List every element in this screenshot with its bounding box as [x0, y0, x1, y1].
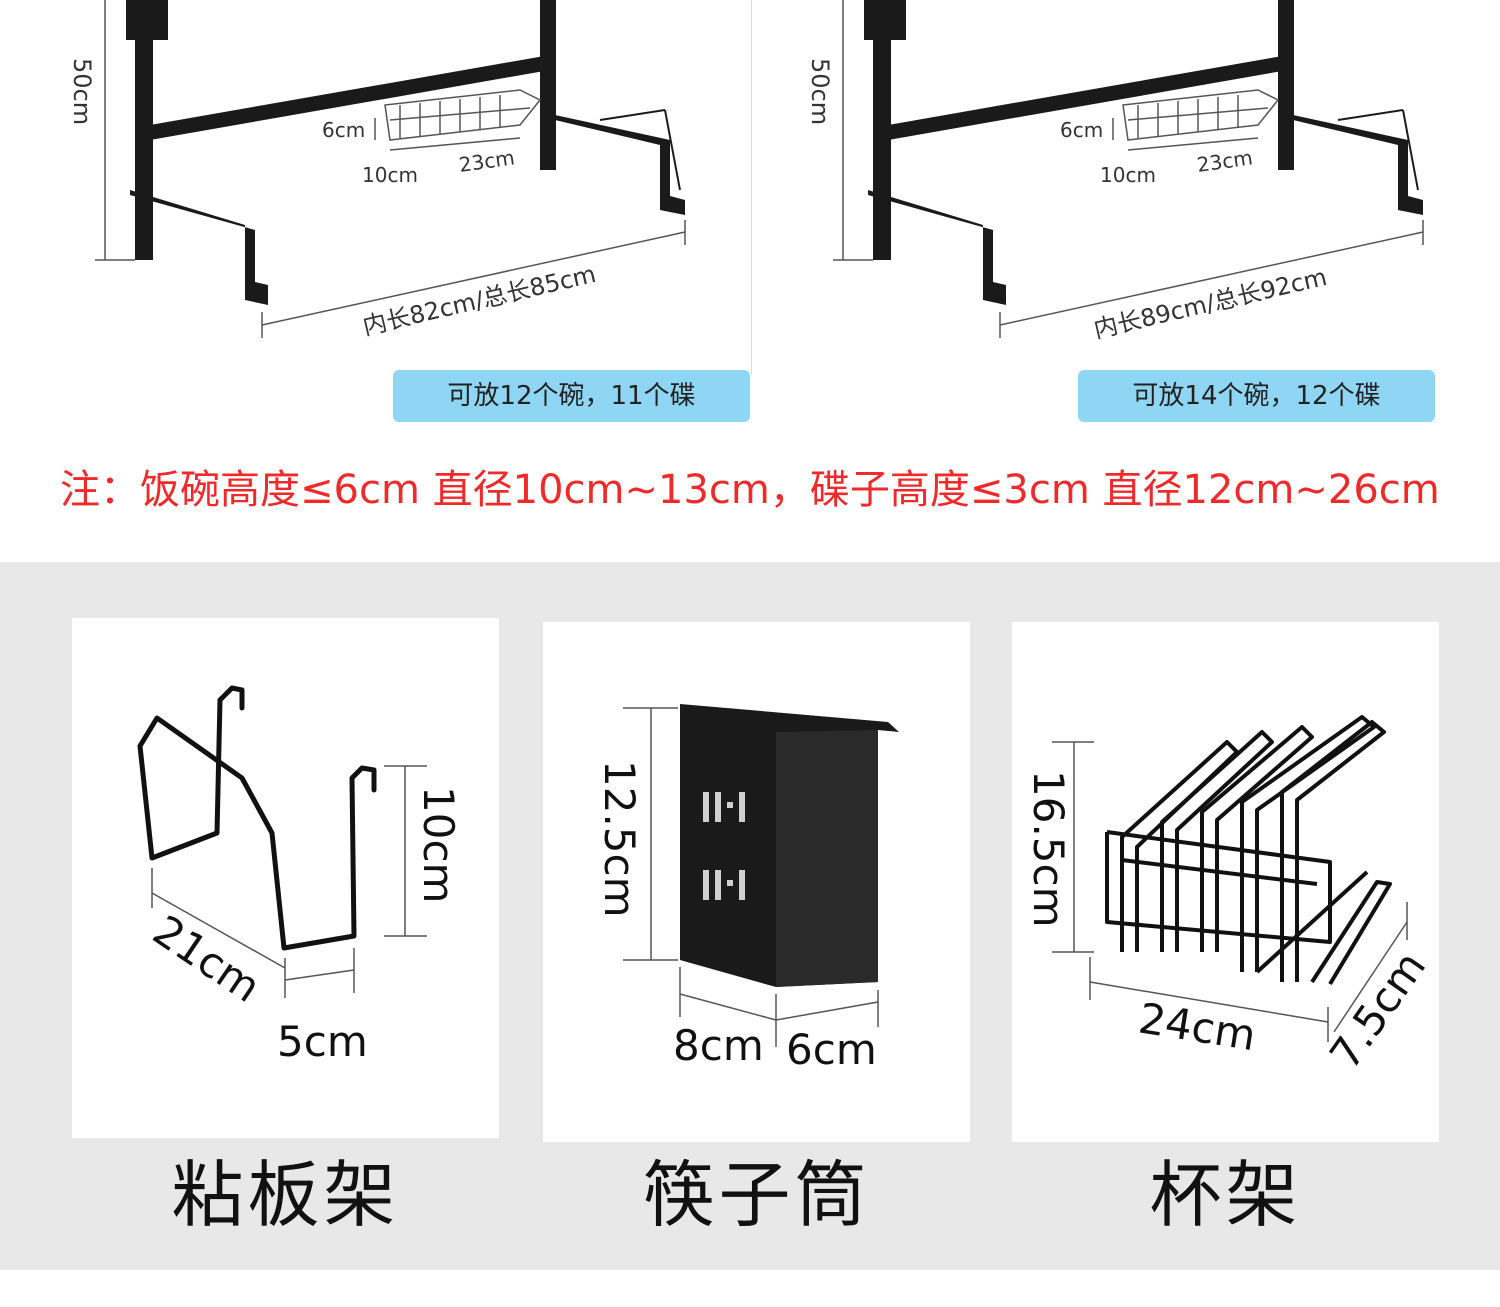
- rack-length-label: 内长89cm/总长92cm: [1091, 263, 1330, 344]
- rack-height-label: 50cm: [68, 58, 96, 125]
- rack-comparison-section: 50cm 6cm 10cm 23cm: [0, 0, 1500, 560]
- basket-height-label: 6cm: [1060, 118, 1103, 142]
- accessory-card-chopstick-holder: 12.5cm 8cm 6cm: [543, 622, 970, 1142]
- width-dimension: 6cm: [786, 1025, 877, 1074]
- rack-height-label: 50cm: [806, 58, 834, 125]
- accessory-card-cup-rack: 16.5cm 24cm 7.5cm: [1012, 622, 1439, 1142]
- depth-dimension: 7.5cm: [1320, 942, 1435, 1077]
- depth-dimension: 8cm: [673, 1021, 764, 1070]
- cup-rack-illustration: 16.5cm 24cm 7.5cm: [1024, 715, 1435, 1078]
- basket-depth-label: 10cm: [1100, 163, 1156, 187]
- rack-illustration: 50cm 6cm 10cm 23cm 内长89cm/: [806, 0, 1424, 344]
- accessory-title: 筷子筒: [642, 1153, 871, 1237]
- basket-depth-label: 10cm: [362, 163, 418, 187]
- basket-width-label: 23cm: [1195, 145, 1254, 177]
- rack-illustration: 50cm 6cm 10cm 23cm: [68, 0, 686, 341]
- basket-height-label: 6cm: [322, 118, 365, 142]
- accessory-card-cutting-board: 10cm 21cm 5cm: [72, 618, 499, 1138]
- height-dimension: 12.5cm: [595, 760, 644, 918]
- size-note: 注：饭碗高度≤6cm 直径10cm~13cm，碟子高度≤3cm 直径12cm~2…: [60, 467, 1440, 513]
- section-divider: [751, 0, 752, 375]
- rack-diagram-small: 50cm 6cm 10cm 23cm: [40, 0, 740, 360]
- chopstick-holder-illustration: 12.5cm 8cm 6cm: [595, 704, 899, 1074]
- accessory-title: 粘板架: [171, 1153, 400, 1237]
- capacity-badge: 可放12个碗，11个碟: [393, 370, 750, 422]
- width-dimension: 5cm: [277, 1017, 368, 1066]
- accessory-title: 杯架: [1149, 1153, 1302, 1237]
- cutting-board-rack-illustration: 10cm 21cm 5cm: [137, 685, 463, 1066]
- length-dimension: 24cm: [1135, 993, 1259, 1060]
- length-dimension: 21cm: [144, 906, 269, 1012]
- rack-diagram-large: 50cm 6cm 10cm 23cm 内长89cm/: [778, 0, 1478, 360]
- basket-width-label: 23cm: [457, 145, 516, 177]
- height-dimension: 10cm: [414, 786, 463, 903]
- rack-length-label: 内长82cm/总长85cm: [360, 260, 599, 341]
- capacity-badge: 可放14个碗，12个碟: [1078, 370, 1435, 422]
- height-dimension: 16.5cm: [1024, 770, 1073, 928]
